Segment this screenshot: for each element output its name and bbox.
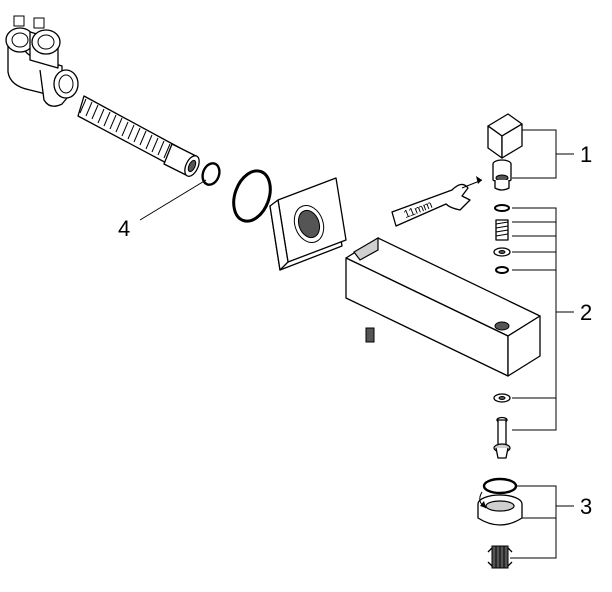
small-o-ring: [201, 162, 221, 186]
callout-4: 4: [118, 216, 130, 241]
flexible-hose: [77, 95, 200, 177]
wall-rosette: [269, 177, 347, 271]
large-o-ring: [232, 169, 272, 223]
spring: [495, 219, 509, 241]
aerator-housing: [477, 491, 523, 526]
cover-cap: [487, 113, 523, 159]
seal-ring-upper: [495, 266, 509, 274]
aerator-assembly: [477, 477, 523, 569]
circlip: [494, 204, 510, 212]
callout-3: 3: [580, 494, 592, 519]
aerator-insert: [487, 545, 513, 569]
spout-body: [345, 236, 541, 377]
valve-stem: [493, 416, 511, 459]
grub-screw: [365, 327, 375, 343]
small-parts-stack: [493, 204, 511, 459]
elbow-fitting: [5, 15, 79, 107]
aerator-seal: [482, 477, 518, 495]
leader-lines: [139, 129, 574, 559]
hex-wrench-tool: 11mm: [391, 176, 483, 227]
valve-insert: [492, 159, 512, 191]
callout-2: 2: [580, 300, 592, 325]
callout-1: 1: [580, 142, 592, 167]
